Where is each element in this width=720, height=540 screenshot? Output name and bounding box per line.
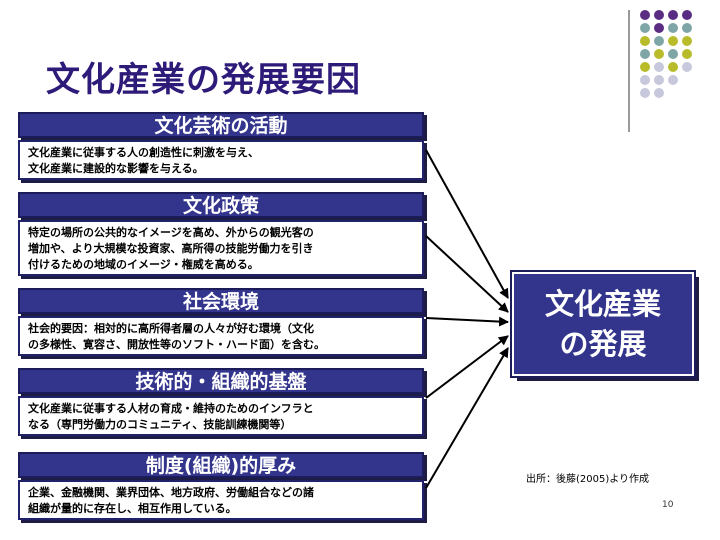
decorative-dot — [682, 62, 692, 72]
decorative-dot — [682, 10, 692, 20]
factor-line: 企業、金融機関、業界団体、地方政府、労働組合などの諸 — [28, 486, 314, 499]
decorative-dot — [640, 49, 650, 59]
arrow-2 — [425, 235, 509, 313]
factor-institutional-thickness: 制度(組織)的厚み 企業、金融機関、業界団体、地方政府、労働組合などの諸 組織が… — [18, 452, 424, 520]
decorative-dot — [640, 36, 650, 46]
factor-title: 技術的・組織的基盤 — [18, 368, 424, 394]
factor-title: 文化政策 — [18, 192, 424, 218]
factor-line: 特定の場所の公共的なイメージを高め、外からの観光客の — [28, 226, 314, 239]
decorative-dot — [654, 88, 664, 98]
decorative-dot — [682, 23, 692, 33]
arrow-5 — [425, 347, 509, 489]
factor-line: なる（専門労働力のコミュニティ、技能訓練機関等） — [28, 418, 292, 431]
factor-cultural-policy: 文化政策 特定の場所の公共的なイメージを高め、外からの観光客の 増加や、より大規… — [18, 192, 424, 276]
page-number: 10 — [662, 500, 674, 510]
decorative-dot — [682, 36, 692, 46]
factor-social-environment: 社会環境 社会的要因：相対的に高所得者層の人々が好む環境（文化 の多様性、寛容さ… — [18, 288, 424, 356]
factor-line: 文化産業に従事する人の創造性に刺激を与え、 — [28, 146, 259, 159]
factor-line: 組織が量的に存在し、相互作用している。 — [28, 502, 237, 515]
factor-technical-organizational-base: 技術的・組織的基盤 文化産業に従事する人材の育成・維持のためのインフラと なる（… — [18, 368, 424, 436]
result-line: の発展 — [559, 327, 647, 361]
decorative-dot — [668, 23, 678, 33]
decorative-dot — [668, 36, 678, 46]
slide-title: 文化産業の発展要因 — [46, 60, 361, 100]
result-box: 文化産業 の発展 — [510, 270, 696, 378]
arrow-3 — [425, 316, 509, 327]
decorative-dot — [668, 10, 678, 20]
decorative-dot — [654, 23, 664, 33]
decorative-dot — [640, 75, 650, 85]
arrow-4 — [425, 335, 509, 399]
factor-line: 社会的要因：相対的に高所得者層の人々が好む環境（文化 — [28, 322, 314, 335]
decorative-dot — [682, 49, 692, 59]
factor-description: 特定の場所の公共的なイメージを高め、外からの観光客の 増加や、より大規模な投資家… — [18, 220, 424, 276]
factor-title: 文化芸術の活動 — [18, 112, 424, 138]
result-line: 文化産業 — [544, 287, 661, 321]
factor-title: 制度(組織)的厚み — [18, 452, 424, 478]
decorative-dot — [654, 10, 664, 20]
source-note: 出所：後藤(2005)より作成 — [526, 474, 650, 485]
decorative-dot — [654, 75, 664, 85]
factor-description: 文化産業に従事する人材の育成・維持のためのインフラと なる（専門労働力のコミュニ… — [18, 396, 424, 436]
factor-line: 付けるための地域のイメージ・権威を高める。 — [28, 258, 259, 271]
decorative-dot — [640, 23, 650, 33]
factor-line: の多様性、寛容さ、開放性等のソフト・ハード面）を含む。 — [28, 338, 325, 351]
factor-arts-activity: 文化芸術の活動 文化産業に従事する人の創造性に刺激を与え、 文化産業に建設的な影… — [18, 112, 424, 180]
decorative-dot — [668, 62, 678, 72]
factor-line: 文化産業に従事する人材の育成・維持のためのインフラと — [28, 402, 314, 415]
factor-line: 文化産業に建設的な影響を与える。 — [28, 162, 204, 175]
decorative-dot — [654, 49, 664, 59]
factor-description: 社会的要因：相対的に高所得者層の人々が好む環境（文化 の多様性、寛容さ、開放性等… — [18, 316, 424, 356]
decorative-dot — [668, 75, 678, 85]
decorative-dot — [668, 49, 678, 59]
decorative-dot — [640, 88, 650, 98]
decorative-dot-grid — [640, 10, 704, 110]
factor-line: 増加や、より大規模な投資家、高所得の技能労働力を引き — [28, 242, 314, 255]
decorative-dot — [654, 36, 664, 46]
factor-title: 社会環境 — [18, 288, 424, 314]
factor-description: 文化産業に従事する人の創造性に刺激を与え、 文化産業に建設的な影響を与える。 — [18, 140, 424, 180]
factor-description: 企業、金融機関、業界団体、地方政府、労働組合などの諸 組織が量的に存在し、相互作… — [18, 480, 424, 520]
arrow-1 — [425, 149, 509, 299]
decorative-dot — [640, 10, 650, 20]
decorative-divider — [628, 10, 630, 132]
decorative-dot — [654, 62, 664, 72]
decorative-dot — [640, 62, 650, 72]
